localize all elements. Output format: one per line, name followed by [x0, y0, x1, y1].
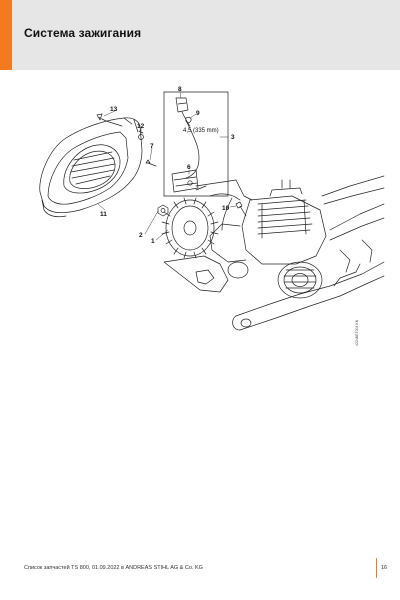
nut-2-drawing — [157, 204, 169, 217]
callout-3: 3 — [231, 134, 235, 141]
engine-drawing — [163, 179, 327, 293]
wire-length-dimension: 4,5 (335 mm) — [183, 128, 219, 134]
spark-plug-boot-drawing — [175, 97, 200, 179]
callout-8: 8 — [178, 86, 182, 93]
callout-7: 7 — [150, 143, 154, 150]
callout-12: 12 — [137, 123, 145, 130]
cutter-arm-drawing — [209, 175, 385, 331]
screw-10-drawing — [235, 201, 247, 217]
figure-id: 4224BET004 KN — [355, 319, 359, 346]
pulley-drawing — [277, 261, 323, 299]
header-accent-bar — [0, 0, 12, 70]
callout-13: 13 — [110, 106, 118, 113]
fan-housing-drawing — [39, 117, 143, 218]
callout-6: 6 — [187, 164, 191, 171]
callout-1: 1 — [151, 238, 155, 245]
callout-9: 9 — [196, 110, 200, 117]
screw-7-drawing — [145, 159, 157, 167]
page-number: 16 — [381, 565, 388, 571]
footer-text: Список запчастей TS 800, 01.09.2022 в AN… — [24, 565, 203, 571]
ignition-system-diagram: 13 12 7 8 9 4,5 (335 mm) 3 6 2 1 10 11 4… — [39, 86, 385, 346]
callout-11: 11 — [100, 211, 107, 218]
footer-divider — [376, 558, 377, 578]
page-header — [0, 0, 400, 70]
flywheel-drawing — [161, 197, 219, 259]
leader-lines — [97, 91, 237, 241]
ignition-module-drawing — [171, 169, 199, 193]
callout-2: 2 — [139, 232, 143, 239]
screw-13-drawing — [96, 113, 123, 127]
spring-clip-9-drawing — [185, 117, 192, 124]
page-title: Система зажигания — [24, 26, 142, 40]
callout-10: 10 — [222, 205, 230, 212]
module-frame-drawing — [163, 91, 229, 197]
